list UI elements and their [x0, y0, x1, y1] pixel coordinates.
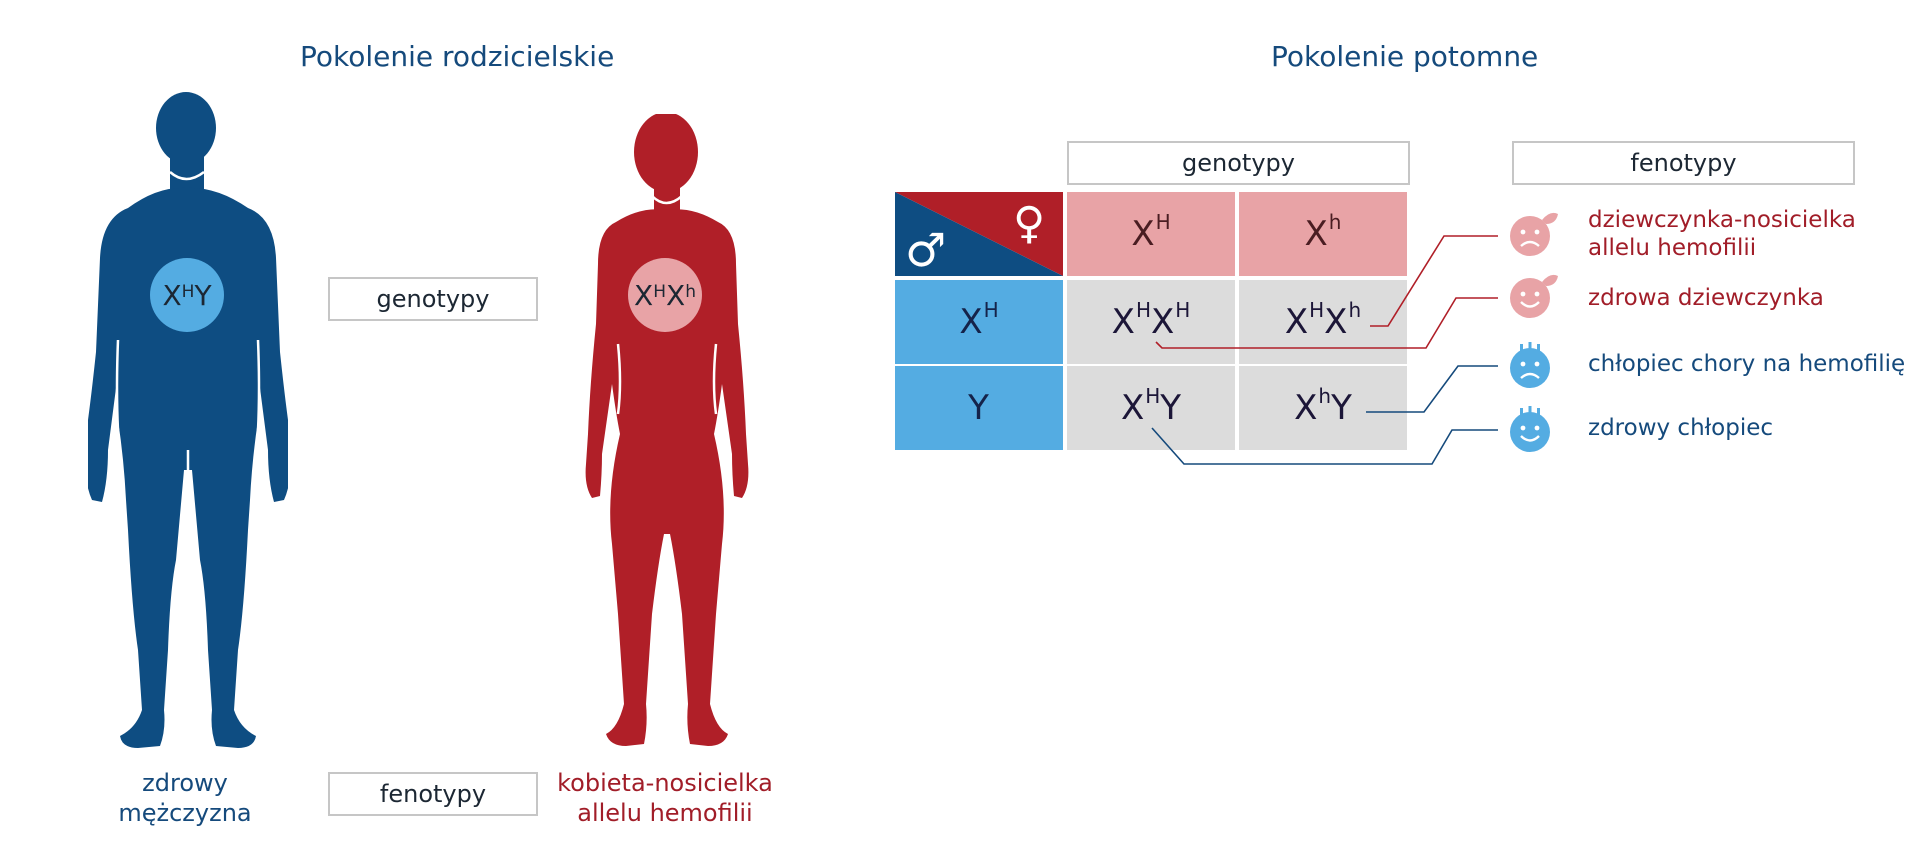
offspring-heading: Pokolenie potomne	[1271, 40, 1539, 73]
female-caption-line1: kobieta-nosicielka	[557, 769, 773, 797]
cell-sup2: H	[1175, 298, 1191, 322]
gamete-base: X	[1304, 214, 1328, 254]
cell-base1: X	[1284, 302, 1309, 342]
cell-sup2: h	[1348, 298, 1362, 322]
cell-sup1: h	[1318, 384, 1332, 408]
cell-base2: Y	[1160, 388, 1182, 428]
male-genotype-sup1: H	[181, 282, 195, 302]
male-genotype-base2: Y	[194, 278, 212, 312]
female-symbol-icon: ♀	[1013, 198, 1045, 249]
male-genotype-base1: X	[162, 278, 182, 312]
phenotypes-header: fenotypy	[1512, 141, 1855, 185]
cell-base2: X	[1151, 302, 1175, 342]
cell-base1: X	[1294, 388, 1318, 428]
gamete-sup: h	[1328, 210, 1342, 234]
phenotype-healthy-girl: zdrowa dziewczynka	[1588, 285, 1824, 311]
male-caption-line2: mężczyzna	[118, 799, 252, 827]
phenotype-carrier-girl: dziewczynka-nosicielka allelu hemofilii	[1588, 206, 1856, 262]
female-caption: kobieta-nosicielka allelu hemofilii	[555, 768, 775, 828]
phenotype-line2: allelu hemofilii	[1588, 235, 1757, 261]
male-caption-line1: zdrowy	[142, 769, 228, 797]
parents-heading: Pokolenie rodzicielskie	[300, 40, 615, 73]
cell-sup1: H	[1135, 298, 1151, 322]
female-genotype-sup2: h	[685, 282, 696, 302]
phenotype-line1: dziewczynka-nosicielka	[1588, 207, 1856, 233]
male-gamete-2: Y	[895, 366, 1063, 450]
cell-base2: Y	[1331, 388, 1352, 428]
gamete-base: Y	[968, 388, 989, 428]
gamete-base: X	[959, 302, 983, 342]
punnett-corner-cell: ♂ ♀	[895, 192, 1063, 276]
cell-sup1: H	[1145, 384, 1161, 408]
connector-healthy-girl	[1155, 297, 1498, 349]
female-caption-line2: allelu hemofilii	[577, 799, 753, 827]
connector-sick-boy	[1366, 365, 1498, 413]
male-symbol-icon: ♂	[905, 223, 946, 276]
connector-healthy-boy	[1151, 427, 1498, 465]
male-figure	[88, 92, 288, 748]
female-figure	[585, 114, 749, 746]
phenotype-healthy-boy: zdrowy chłopiec	[1588, 415, 1774, 441]
phenotype-sick-boy: chłopiec chory na hemofilię	[1588, 351, 1906, 377]
sad-boy-face-icon	[1510, 342, 1550, 388]
happy-boy-face-icon	[1510, 406, 1550, 452]
sad-girl-face-icon	[1510, 212, 1558, 256]
cell-base2: X	[1324, 302, 1348, 342]
female-genotype-sup1: H	[653, 282, 666, 302]
parents-genotype-label: genotypy	[328, 277, 538, 321]
gamete-sup: H	[983, 298, 999, 322]
cell-base1: X	[1111, 302, 1135, 342]
happy-girl-face-icon	[1510, 274, 1558, 318]
punnett-genotype-header: genotypy	[1067, 141, 1410, 185]
parents-phenotype-label: fenotypy	[328, 772, 538, 816]
male-caption: zdrowy mężczyzna	[95, 768, 275, 828]
connector-carrier-girl	[1370, 235, 1498, 327]
gamete-base: X	[1131, 214, 1155, 254]
cell-sup1: H	[1309, 298, 1325, 322]
gamete-sup: H	[1155, 210, 1171, 234]
cell-base1: X	[1120, 388, 1145, 428]
female-genotype-base1: X	[634, 278, 654, 312]
female-genotype-base2: X	[666, 278, 686, 312]
